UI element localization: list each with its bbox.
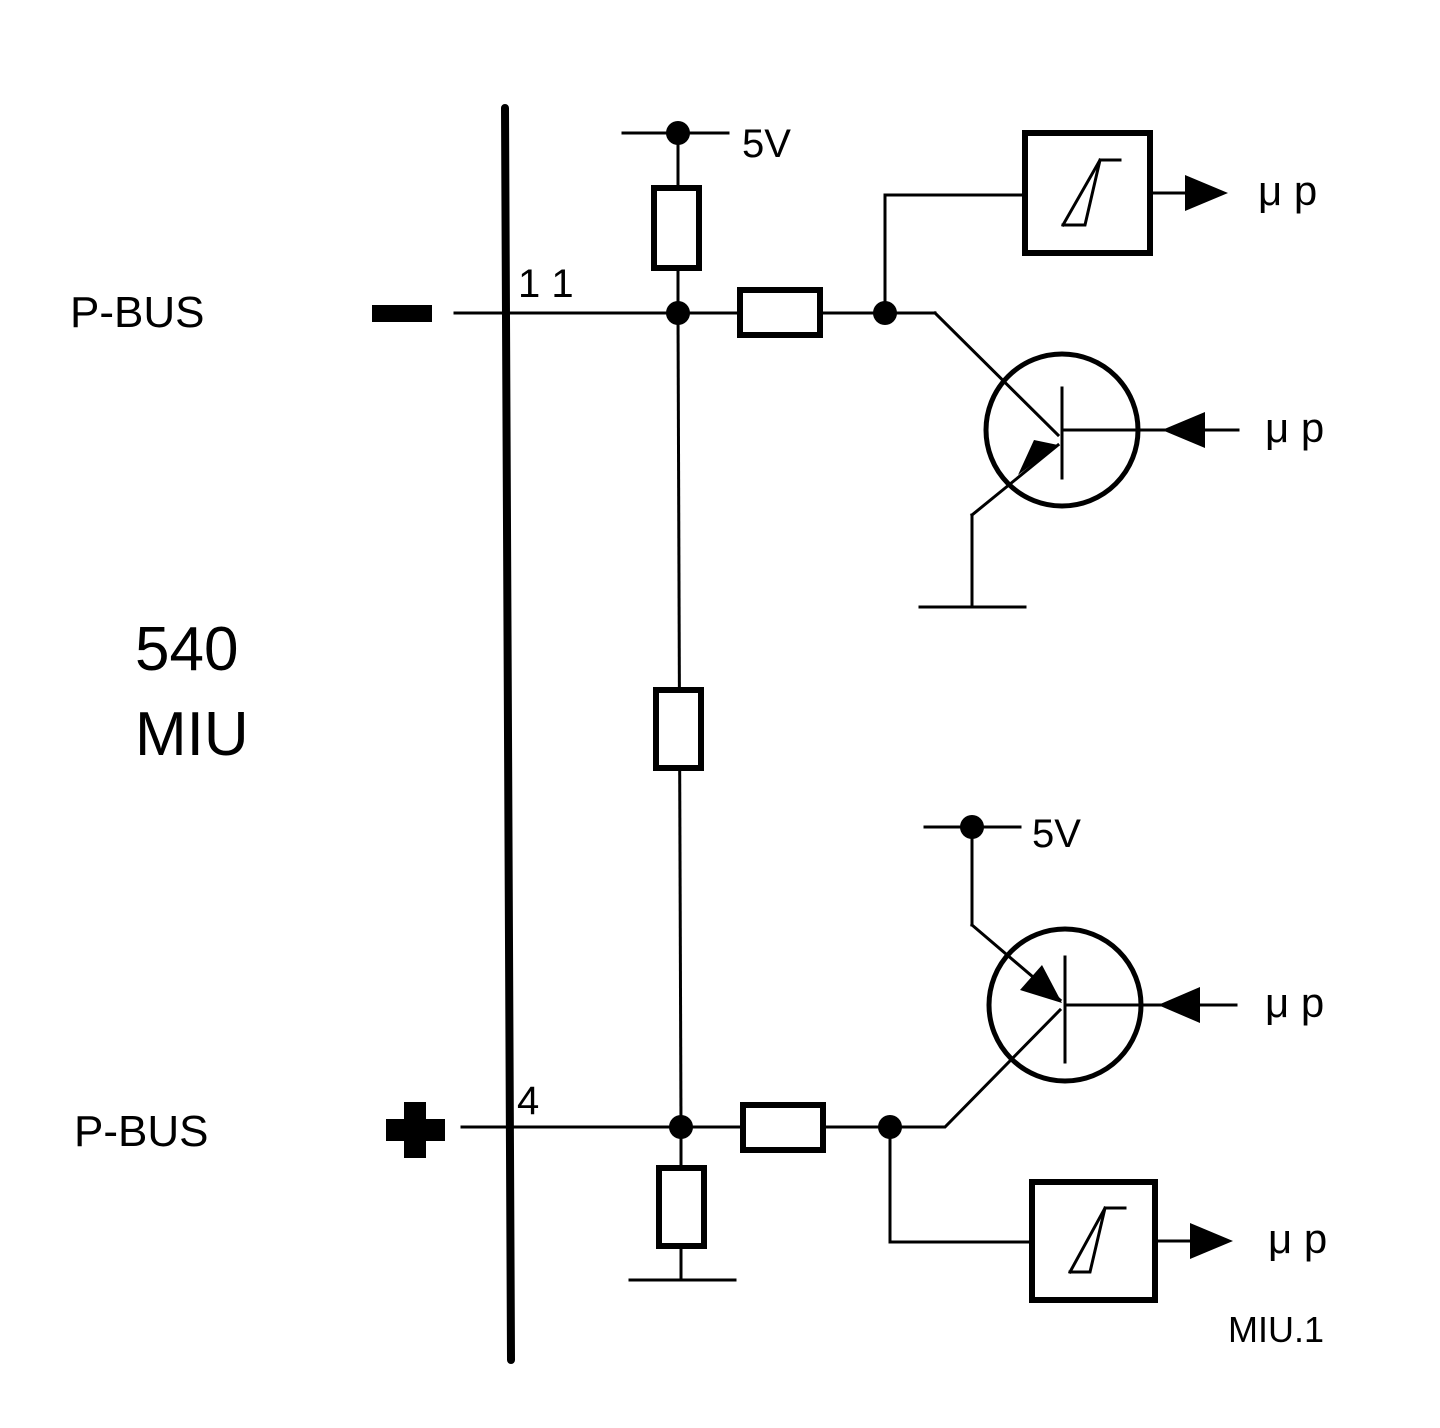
- transistor-top-emitter: [969, 442, 1061, 518]
- mp-label-4: μ p: [1268, 1215, 1327, 1262]
- input-arrow-2: [1162, 412, 1205, 448]
- supply-top-label: 5V: [742, 122, 791, 166]
- schmitt-bottom-wire: [888, 1125, 1034, 1244]
- plus-symbol: [386, 1102, 445, 1158]
- pbus-top-label: P-BUS: [70, 288, 204, 337]
- schmitt-bottom-symbol: [1068, 1206, 1127, 1274]
- series-resistor-top: [737, 287, 823, 338]
- figure-id-label: MIU.1: [1228, 1309, 1324, 1350]
- schmitt-top-wire: [883, 193, 1027, 315]
- mp-label-1: μ p: [1258, 167, 1317, 214]
- mp-label-2: μ p: [1265, 404, 1324, 451]
- pullup-resistor: [651, 185, 702, 271]
- schmitt-top-symbol: [1061, 158, 1122, 227]
- schmitt-trigger-bottom: [1029, 1179, 1158, 1303]
- module-name-label: MIU: [135, 700, 249, 769]
- bus-bar: [501, 104, 515, 1364]
- output-arrow-1: [1185, 175, 1228, 211]
- input-arrow-3: [1158, 987, 1200, 1023]
- series-resistor-bottom: [740, 1102, 826, 1153]
- middle-resistor: [653, 687, 704, 771]
- mp-label-3: μ p: [1265, 979, 1324, 1026]
- schmitt-trigger-top: [1022, 130, 1153, 256]
- module-number-label: 540: [135, 615, 238, 684]
- minus-symbol: [372, 305, 432, 322]
- output-arrow-4: [1190, 1223, 1233, 1259]
- pin-top-label: 1 1: [518, 262, 574, 306]
- supply-bottom-label: 5V: [1032, 812, 1081, 856]
- pin-bottom-label: 4: [517, 1079, 539, 1123]
- pbus-bottom-label: P-BUS: [74, 1107, 208, 1156]
- pulldown-resistor: [656, 1165, 707, 1249]
- minus-junction: [666, 301, 690, 325]
